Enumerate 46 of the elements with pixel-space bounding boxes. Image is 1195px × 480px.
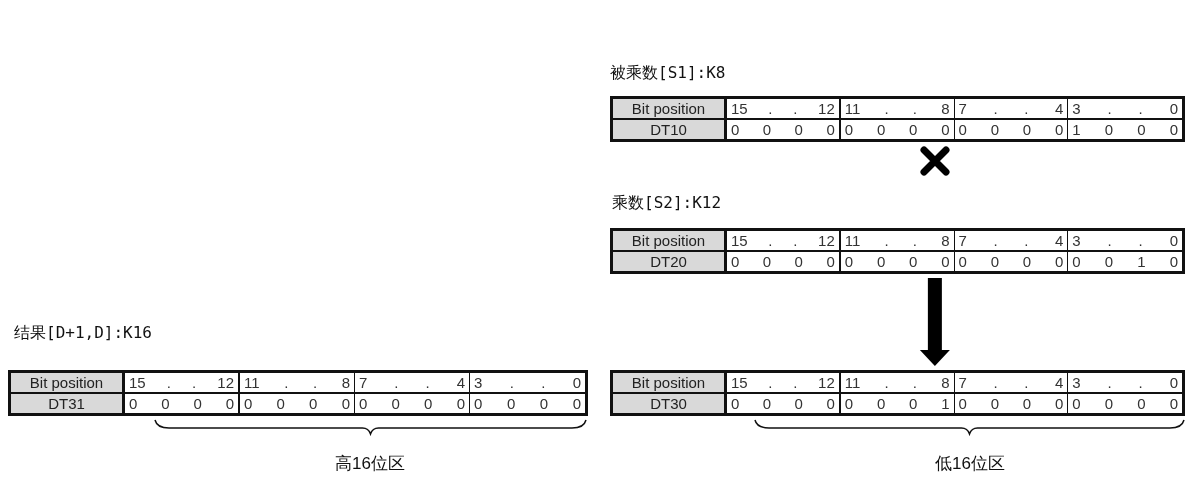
bit-range-cell: 11 . . 8	[240, 373, 355, 394]
bit-range-cell: 7 . . 4	[954, 231, 1069, 252]
register-name-cell: DT10	[613, 120, 727, 139]
table-heading: 结果[D+1,D]:K16	[13, 322, 152, 344]
bit-range-cell: 11 . . 8	[840, 373, 955, 394]
bit-value-cell: 0 0 0 0	[727, 394, 841, 413]
bit-value-cell: 0 0 0 0	[727, 252, 841, 271]
bit-range-cell: 7 . . 4	[355, 373, 470, 394]
bit-range-cell: 3 . . 0	[1068, 373, 1182, 394]
bit-value-cell-text: 0 0 1 0	[1071, 252, 1179, 271]
bit-range-cell: 11 . . 8	[840, 99, 955, 120]
header-label-cell: Bit position	[613, 373, 727, 394]
bit-value-cell-text: 0 0 0 0	[473, 394, 582, 413]
bit-value-cell: 0 0 0 0	[954, 394, 1069, 413]
header-label-cell: Bit position	[11, 373, 125, 394]
bit-range-cell: 7 . . 4	[954, 99, 1069, 120]
register-name-cell: DT31	[11, 394, 125, 413]
bit-range-cell: 3 . . 0	[1068, 231, 1182, 252]
bit-value-cell: 0 0 0 0	[240, 394, 355, 413]
bit-value-cell: 0 0 0 0	[840, 120, 955, 139]
bit-value-cell: 0 0 0 0	[954, 252, 1069, 271]
bit-value-cell: 0 0 0 0	[355, 394, 470, 413]
bit-value-cell-text: 1 0 0 0	[1071, 120, 1179, 139]
header-label-cell: Bit position	[613, 231, 727, 252]
bit-value-cell: 0 0 0 1	[840, 394, 955, 413]
bit-value-cell: 0 0 0 0	[125, 394, 240, 413]
table-heading: 被乘数[S1]:K8	[610, 62, 726, 84]
bit-range-cell: 15 . . 12	[727, 231, 841, 252]
bit-range-caption: 低16位区	[935, 453, 1005, 475]
bit-value-cell: 0 0 0 0	[840, 252, 955, 271]
register-name-cell: DT20	[613, 252, 727, 271]
bit-range-caption: 高16位区	[335, 453, 405, 475]
bit-range-cell: 15 . . 12	[125, 373, 240, 394]
bit-range-cell: 7 . . 4	[954, 373, 1069, 394]
down-arrow	[919, 278, 950, 366]
bit-value-cell: 0 0 0 0	[954, 120, 1069, 139]
register-name-cell: DT30	[613, 394, 727, 413]
header-label-cell: Bit position	[613, 99, 727, 120]
table-heading: 乘数[S2]:K12	[611, 192, 722, 214]
bit-value-cell-text: 0 0 0 0	[1071, 394, 1179, 413]
bit-range-cell: 15 . . 12	[727, 99, 841, 120]
bit-range-cell: 15 . . 12	[727, 373, 841, 394]
bit-range-cell: 11 . . 8	[840, 231, 955, 252]
bit-value-cell: 0 0 0 0	[727, 120, 841, 139]
bit-range-cell: 3 . . 0	[470, 373, 585, 394]
bit-range-cell: 3 . . 0	[1068, 99, 1182, 120]
